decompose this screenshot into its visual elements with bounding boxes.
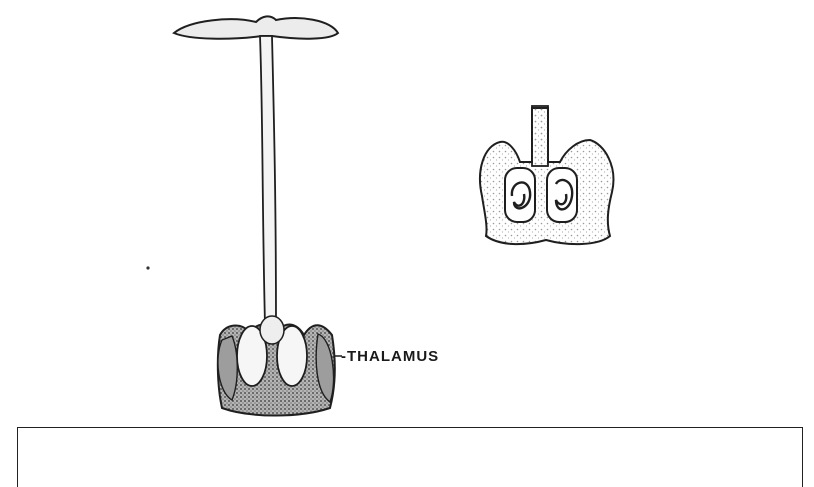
stray-mark (146, 266, 149, 269)
thalamus-label: -THALAMUS (341, 348, 439, 365)
carpel-back (260, 316, 284, 344)
style (260, 36, 276, 325)
stigma (174, 16, 338, 38)
answer-box (17, 427, 803, 487)
cross-section-stalk (532, 106, 548, 166)
